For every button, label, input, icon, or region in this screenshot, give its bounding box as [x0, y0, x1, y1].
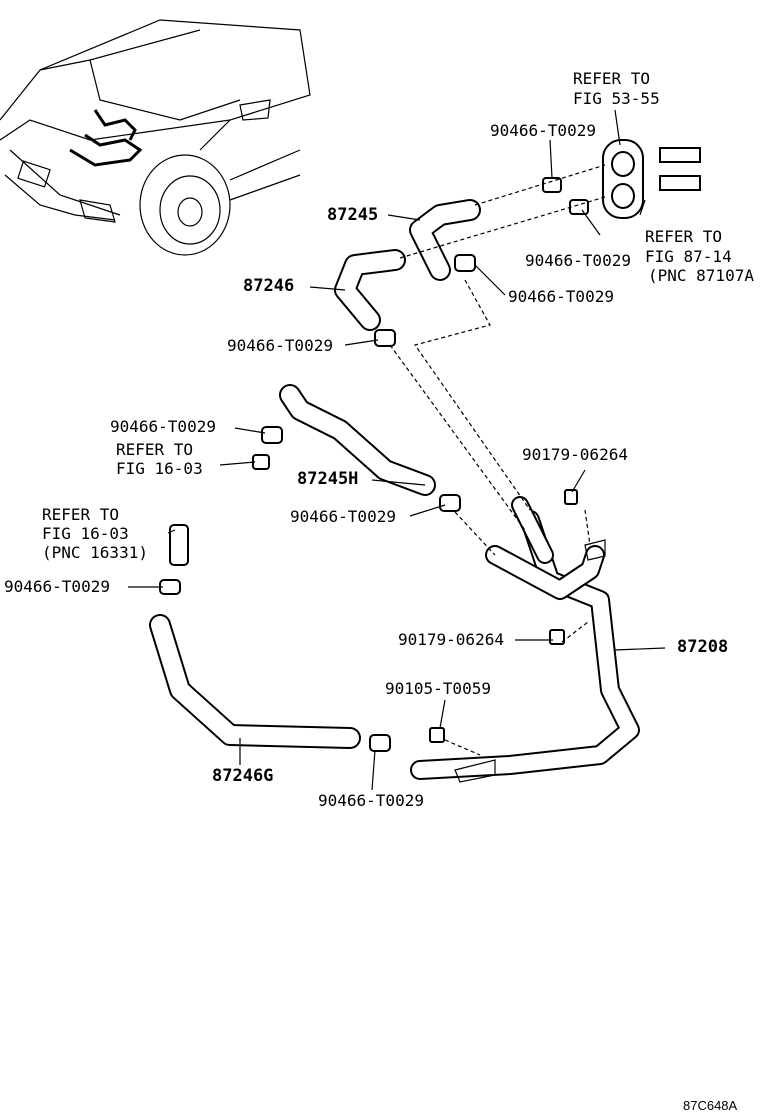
part-number-87245: 87245 [327, 205, 379, 225]
refer-note-fig-87-14-line2: FIG 87-14 [645, 247, 732, 266]
leader-lines [128, 109, 666, 791]
connection-lines [389, 164, 606, 756]
refer-note-fig-16-03-b-line3: (PNC 16331) [42, 543, 148, 562]
part-number-clamp-left-upper: 90466-T0029 [110, 417, 216, 436]
pipe-87208-drawing [410, 496, 640, 783]
part-number-87208: 87208 [677, 637, 729, 657]
vehicle-illustration [0, 19, 311, 256]
part-number-87246: 87246 [243, 276, 295, 296]
part-number-clamp-left: 90466-T0029 [227, 336, 333, 355]
part-number-clamp-far-left: 90466-T0029 [4, 577, 110, 596]
refer-note-fig-53-55-line1: REFER TO [573, 69, 651, 88]
refer-note-fig-16-03-a-line2: FIG 16-03 [116, 459, 203, 478]
part-number-clamp-87245h: 90466-T0029 [290, 507, 396, 526]
part-number-87245h: 87245H [297, 469, 359, 489]
refer-note-fig-53-55-line2: FIG 53-55 [573, 89, 660, 108]
part-number-clamp-mid: 90466-T0029 [525, 251, 631, 270]
clamps-drawing [159, 177, 589, 752]
hose-87245-drawing [409, 199, 481, 281]
refer-note-fig-87-14-line1: REFER TO [645, 227, 723, 246]
refer-note-fig-87-14-line3: (PNC 87107A [648, 266, 754, 285]
hose-87245h-drawing [279, 384, 436, 496]
part-number-nut-upper: 90179-06264 [522, 445, 628, 464]
diagram-id: 87C648A [683, 1098, 738, 1112]
part-number-87246g: 87246G [212, 766, 274, 786]
refer-note-fig-16-03-b-line2: FIG 16-03 [42, 524, 129, 543]
hose-87246-drawing [334, 249, 406, 331]
refer-note-fig-16-03-a-line1: REFER TO [116, 440, 194, 459]
heater-connector [602, 139, 701, 219]
part-number-clamp-bottom: 90466-T0029 [318, 791, 424, 810]
part-number-clamp-right: 90466-T0029 [508, 287, 614, 306]
refer-note-fig-16-03-b-line1: REFER TO [42, 505, 120, 524]
part-number-nut-lower: 90179-06264 [398, 630, 504, 649]
hose-87246g-drawing [149, 614, 361, 749]
part-number-bolt: 90105-T0059 [385, 679, 491, 698]
part-number-clamp-top: 90466-T0029 [490, 121, 596, 140]
